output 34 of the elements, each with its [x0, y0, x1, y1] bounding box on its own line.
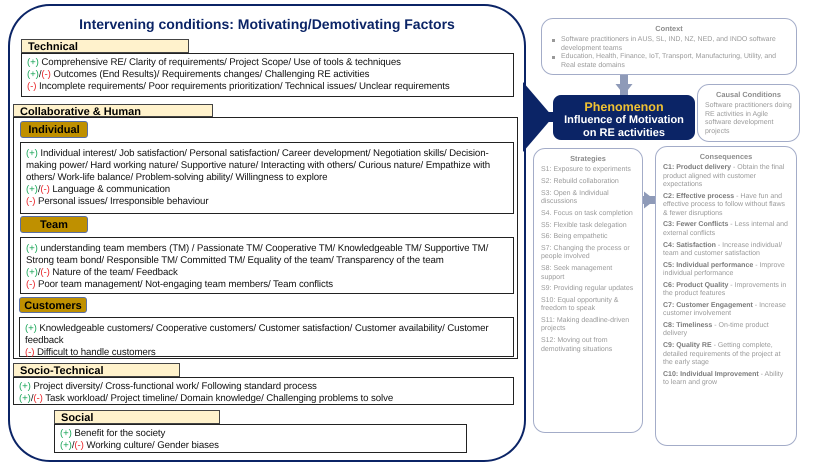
arrow [523, 82, 553, 152]
factor-line: (+)/(-) Nature of the team/ Feedback [26, 267, 179, 279]
info-card [655, 146, 797, 446]
box-heading: Phenomenon [583, 100, 665, 114]
category-tab: Customers [19, 297, 87, 313]
factor-line: (+) Individual interest/ Job satisfaction/ Personal satisfaction/ Career development/ Negotiation skills/ Decision-making power/ Hard working nature/ Supportive nature/ Interacting with others/ Curious nature/ Empathize with others/ Work-life balance/ Problem-solving ability/ Willingness to explore [26, 148, 492, 184]
outer-panel [8, 4, 526, 462]
info-card [697, 84, 800, 142]
factor-line: (+) Knowledgeable customers/ Cooperative customers/ Customer satisfaction/ Customer availability/ Customer feedback [25, 323, 490, 347]
arrow [643, 192, 655, 208]
factor-line: (+) Benefit for the society [60, 428, 166, 440]
category-tab: Team [20, 216, 88, 233]
factor-line: (-) Personal issues/ Irresponsible behaviour [26, 196, 210, 208]
panel-title: Intervening conditions: Motivating/Demotivating Factors [78, 16, 456, 32]
factor-line: (-) Difficult to handle customers [25, 347, 157, 359]
factor-line: (+) understanding team members (TM) / Passionate TM/ Cooperative TM/ Knowledgeable TM/ Supportive TM/ Strong team bond/ Responsible TM/ Committed TM/ Equality of the team/ Transparency of the team [26, 243, 490, 267]
factor-line: (+)/(-) Working culture/ Gender biases [60, 440, 220, 452]
category-tab: Social [54, 410, 220, 424]
category-tab: Collaborative & Human [13, 104, 213, 117]
info-card [533, 148, 643, 433]
box-text: Influence of Motivation on RE activities [563, 114, 685, 140]
factor-line: (-) Poor team management/ Not-engaging team members/ Team conflicts [26, 279, 334, 291]
factor-line: (+) Project diversity/ Cross-functional work/ Following standard process [19, 381, 318, 393]
factor-line: (+)/(-) Language & communication [26, 184, 172, 196]
arrow [616, 75, 632, 95]
factor-line: (+)/(-) Task workload/ Project timeline/ Domain knowledge/ Challenging problems to solve [19, 393, 394, 405]
factor-line: (-) Incomplete requirements/ Poor requirements prioritization/ Technical issues/ Unclear requirements [27, 81, 451, 93]
category-tab: Individual [20, 121, 88, 138]
category-tab: Socio-Technical [13, 363, 180, 377]
context-card [541, 18, 797, 75]
phenomenon-box [553, 95, 695, 140]
factor-line: (+) Comprehensive RE/ Clarity of requirements/ Project Scope/ Use of tools & techniques [27, 57, 402, 69]
factor-line: (+)/(-) Outcomes (End Results)/ Requirements changes/ Challenging RE activities [27, 69, 370, 81]
category-tab: Technical [21, 39, 189, 53]
